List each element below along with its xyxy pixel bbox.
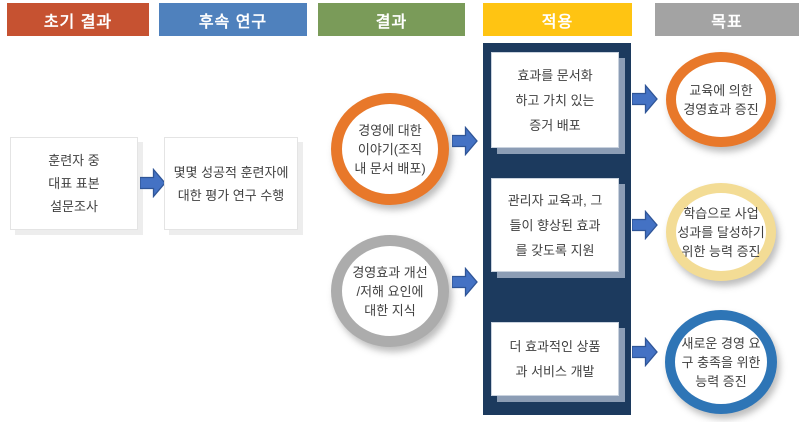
flow-arrow-icon	[452, 267, 478, 297]
box-text-line: 하고 가치 있는	[515, 92, 595, 108]
flow-arrow-icon	[452, 126, 478, 156]
circle-text-line: 이야기(조직	[357, 141, 423, 157]
application-box-product-development: 더 효과적인 상품 과 서비스 개발	[491, 322, 619, 396]
circle-text-line: 경영효과 개선	[352, 264, 428, 280]
column-header-label: 초기 결과	[43, 13, 113, 31]
box-text-line: 훈련자 중	[48, 153, 100, 168]
circle-text-line: 경영에 대한	[358, 122, 422, 138]
column-header-application: 적용	[483, 3, 632, 36]
result-circle-management-story: 경영에 대한 이야기(조직 내 문서 배포)	[331, 93, 449, 205]
box-text-line: 더 효과적인 상품	[509, 339, 601, 354]
circle-text-line: 성과를 달성하기	[677, 224, 765, 240]
goal-circle-education-effect: 교육에 의한 경영효과 증진	[666, 52, 776, 147]
circle-text-line: 대한 지식	[364, 302, 416, 318]
box-text-line: 대표 표본	[48, 176, 100, 191]
box-text-line: 증거 배포	[529, 117, 581, 133]
column-header-label: 목표	[711, 13, 743, 31]
followup-research-box: 몇몇 성공적 훈련자에 대한 평가 연구 수행	[164, 137, 298, 230]
column-header-label: 후속 연구	[198, 13, 268, 31]
flow-arrow-icon	[632, 84, 658, 114]
result-circle-knowledge-factors: 경영효과 개선 /저해 요인에 대한 지식	[331, 235, 449, 347]
flow-arrow-icon	[632, 210, 658, 240]
box-text-line: 들이 향상된 효과	[509, 217, 601, 233]
application-box-evidence: 효과를 문서화 하고 가치 있는 증거 배포	[491, 52, 619, 148]
circle-text-line: 능력 증진	[695, 373, 747, 389]
box-text-line: 대한 평가 연구 수행	[177, 187, 285, 203]
column-header-initial-results: 초기 결과	[7, 3, 149, 36]
circle-text-line: /저해 요인에	[356, 283, 424, 299]
circle-text-line: 구 충족을 위한	[681, 354, 761, 370]
box-text-line: 설문조사	[50, 199, 98, 214]
circle-text-line: 새로운 경영 요	[681, 335, 761, 351]
goal-circle-new-needs-capability: 새로운 경영 요 구 충족을 위한 능력 증진	[665, 310, 777, 414]
circle-text-line: 내 문서 배포)	[354, 160, 426, 176]
box-text-line: 몇몇 성공적 훈련자에	[173, 164, 289, 180]
box-text-line: 과 서비스 개발	[515, 364, 595, 379]
application-box-manager-training: 관리자 교육과, 그 들이 향상된 효과 를 갖도록 지원	[491, 178, 619, 272]
application-panel: 효과를 문서화 하고 가치 있는 증거 배포 관리자 교육과, 그 들이 향상된…	[483, 43, 631, 415]
goal-circle-learning-capability: 학습으로 사업 성과를 달성하기 위한 능력 증진	[666, 183, 776, 281]
circle-text-line: 위한 능력 증진	[681, 243, 761, 259]
box-text-line: 관리자 교육과, 그	[507, 192, 603, 208]
flow-arrow-icon	[140, 168, 166, 198]
column-header-label: 결과	[375, 13, 408, 31]
column-header-followup-research: 후속 연구	[159, 3, 307, 36]
circle-text-line: 경영효과 증진	[683, 101, 759, 117]
column-header-label: 적용	[541, 13, 574, 31]
box-text-line: 를 갖도록 지원	[515, 242, 595, 258]
box-text-line: 효과를 문서화	[517, 67, 593, 83]
initial-results-box: 훈련자 중 대표 표본 설문조사	[10, 137, 138, 230]
flow-arrow-icon	[632, 337, 658, 367]
column-header-results: 결과	[318, 3, 465, 36]
circle-text-line: 교육에 의한	[689, 82, 753, 98]
column-header-goals: 목표	[655, 3, 799, 36]
circle-text-line: 학습으로 사업	[683, 205, 759, 221]
